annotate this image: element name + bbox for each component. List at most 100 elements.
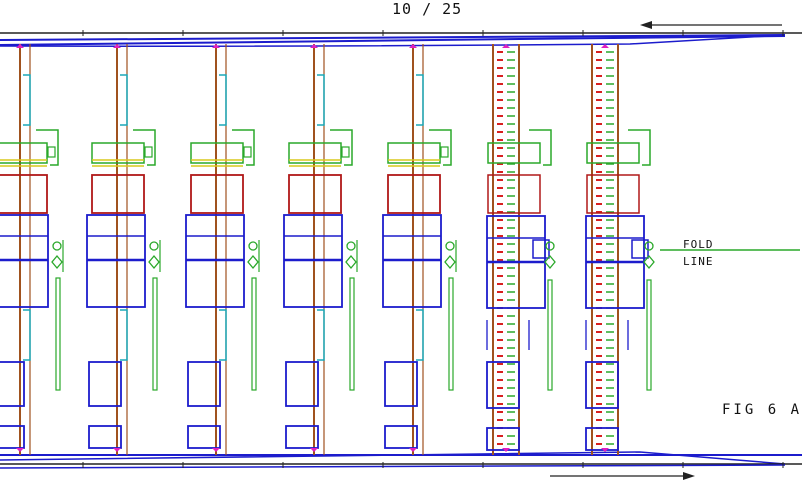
bracket-tab: [144, 146, 153, 158]
foot-block: [285, 425, 319, 449]
foot-block: [187, 425, 221, 449]
channel-lower: [219, 309, 227, 361]
foot-block: [88, 425, 122, 449]
green-rail: [646, 279, 652, 391]
sensor-circle: [248, 241, 258, 251]
fold-line-label-bottom: LINE: [683, 255, 714, 268]
marker-bottom: [113, 448, 121, 452]
bracket-housing: [91, 142, 145, 164]
lower-block: [285, 361, 319, 407]
channel-upper: [416, 74, 424, 126]
sensor-diamond: [51, 254, 63, 270]
top-rail-curve: [0, 34, 786, 47]
green-rail: [448, 277, 454, 391]
channel-lower: [416, 309, 424, 361]
actuator-box: [532, 239, 550, 259]
green-rail: [55, 277, 61, 391]
bracket-tab: [243, 146, 252, 158]
top-rail-upper: [0, 34, 786, 41]
red-frame: [0, 174, 48, 214]
marker-top: [409, 44, 417, 48]
lower-block: [384, 361, 418, 407]
red-frame: [91, 174, 145, 214]
green-rail: [547, 279, 553, 391]
bracket-arm: [232, 129, 255, 166]
direction-arrows: [550, 21, 782, 480]
sensor-circle: [346, 241, 356, 251]
sensor-diamond: [345, 254, 357, 270]
bracket-housing: [0, 142, 48, 164]
sensor-diamond: [148, 254, 160, 270]
lower-block: [187, 361, 221, 407]
red-frame: [190, 174, 244, 214]
bracket-tab: [47, 146, 56, 158]
sensor-circle: [445, 241, 455, 251]
red-frame: [387, 174, 441, 214]
marker-bottom: [310, 448, 318, 452]
bottom-rail-lower: [0, 464, 786, 469]
lower-block: [585, 361, 619, 409]
green-rail: [251, 277, 257, 391]
bracket-arm: [429, 129, 452, 166]
bracket-arm: [628, 129, 651, 166]
foot-block: [486, 427, 520, 451]
channel-lower: [23, 309, 31, 361]
marker-top: [502, 44, 510, 48]
marker-bottom: [16, 448, 24, 452]
green-rail: [349, 277, 355, 391]
foot-block: [585, 427, 619, 451]
foot-block: [0, 425, 25, 449]
sensor-circle: [545, 241, 555, 251]
dense-column-assembly: [585, 44, 655, 455]
dense-column-assembly: [486, 44, 556, 455]
column-assembly: [382, 44, 457, 455]
bracket-arm: [330, 129, 353, 166]
sensor-circle: [644, 241, 654, 251]
marker-bottom: [502, 448, 510, 452]
green-rail: [152, 277, 158, 391]
top-rail-lower: [0, 35, 786, 46]
marker-top: [212, 44, 220, 48]
arrow-head-top: [640, 21, 652, 29]
bracket-housing: [387, 142, 441, 164]
column-assembly: [185, 44, 260, 455]
column-assembly: [86, 44, 161, 455]
column-assembly: [283, 44, 358, 455]
page-number: 10 / 25: [392, 0, 463, 18]
channel-upper: [317, 74, 325, 126]
marker-top: [601, 44, 609, 48]
foot-block: [384, 425, 418, 449]
sensor-circle: [52, 241, 62, 251]
lower-block: [88, 361, 122, 407]
channel-upper: [23, 74, 31, 126]
bracket-housing: [190, 142, 244, 164]
sensor-diamond: [643, 254, 655, 270]
sensor-diamond: [544, 254, 556, 270]
bracket-housing: [487, 142, 541, 164]
bracket-arm: [36, 129, 59, 166]
lower-block: [486, 361, 520, 409]
bracket-arm: [529, 129, 552, 166]
marker-bottom: [212, 448, 220, 452]
rails: [0, 30, 802, 469]
sensor-diamond: [444, 254, 456, 270]
channel-upper: [120, 74, 128, 126]
bracket-housing: [288, 142, 342, 164]
bracket-arm: [133, 129, 156, 166]
arrow-head-bottom: [683, 472, 695, 480]
column-assembly: [0, 44, 64, 455]
sensor-diamond: [247, 254, 259, 270]
marker-top: [16, 44, 24, 48]
marker-bottom: [409, 448, 417, 452]
marker-top: [310, 44, 318, 48]
channel-lower: [120, 309, 128, 361]
channel-upper: [219, 74, 227, 126]
fold-line-label-top: FOLD: [683, 238, 714, 251]
marker-bottom: [601, 448, 609, 452]
sensor-circle: [149, 241, 159, 251]
actuator-box: [631, 239, 649, 259]
bracket-tab: [440, 146, 449, 158]
figure-label: FIG 6 A: [722, 402, 802, 418]
red-frame: [487, 174, 541, 214]
